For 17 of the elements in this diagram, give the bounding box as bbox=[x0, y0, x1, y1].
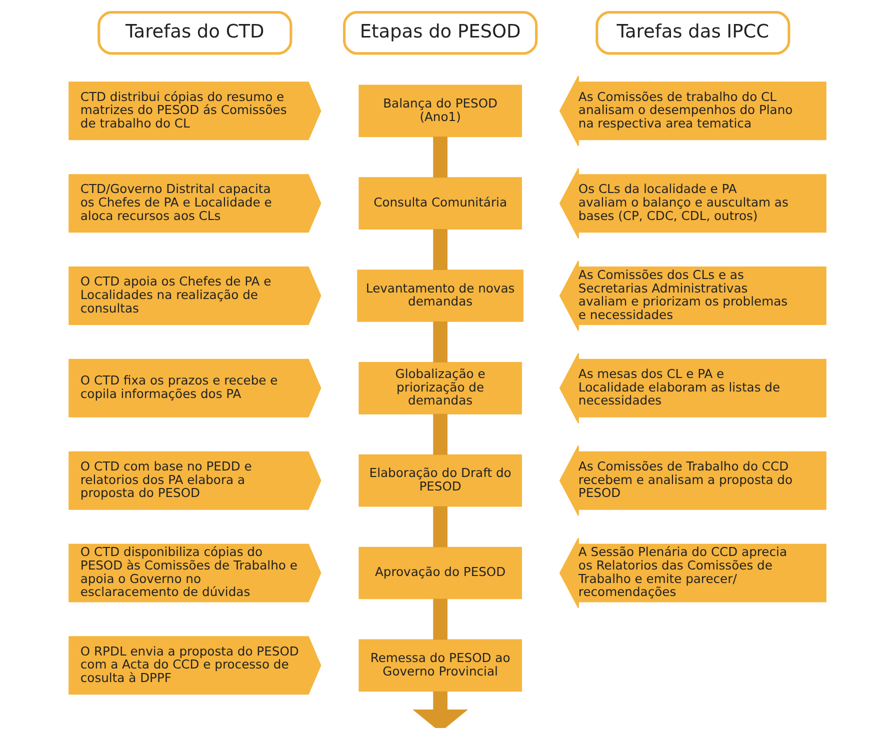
connector bbox=[432, 136, 447, 178]
node-box: Aprovação do PESOD bbox=[358, 546, 522, 600]
node-box: Balança do PESOD (Ano1) bbox=[358, 84, 522, 138]
node-box: Elaboração do Draft do PESOD bbox=[358, 454, 522, 507]
node-box: Tarefas das IPCC bbox=[595, 11, 790, 55]
arrow bbox=[412, 691, 468, 728]
node-box: Etapas do PESOD bbox=[342, 11, 538, 55]
node-box: Levantamento de novas demandas bbox=[356, 270, 523, 322]
node-box: Tarefas do CTD bbox=[97, 11, 292, 55]
node-box: Remessa do PESOD ao Governo Provincial bbox=[358, 639, 522, 692]
connector bbox=[432, 506, 447, 548]
node-box: Globalização e priorização de demandas bbox=[358, 362, 522, 414]
connector bbox=[432, 598, 447, 640]
node-box: Consulta Comunitária bbox=[358, 177, 522, 230]
connector bbox=[432, 321, 447, 362]
connector bbox=[432, 414, 447, 455]
connector bbox=[432, 229, 447, 270]
